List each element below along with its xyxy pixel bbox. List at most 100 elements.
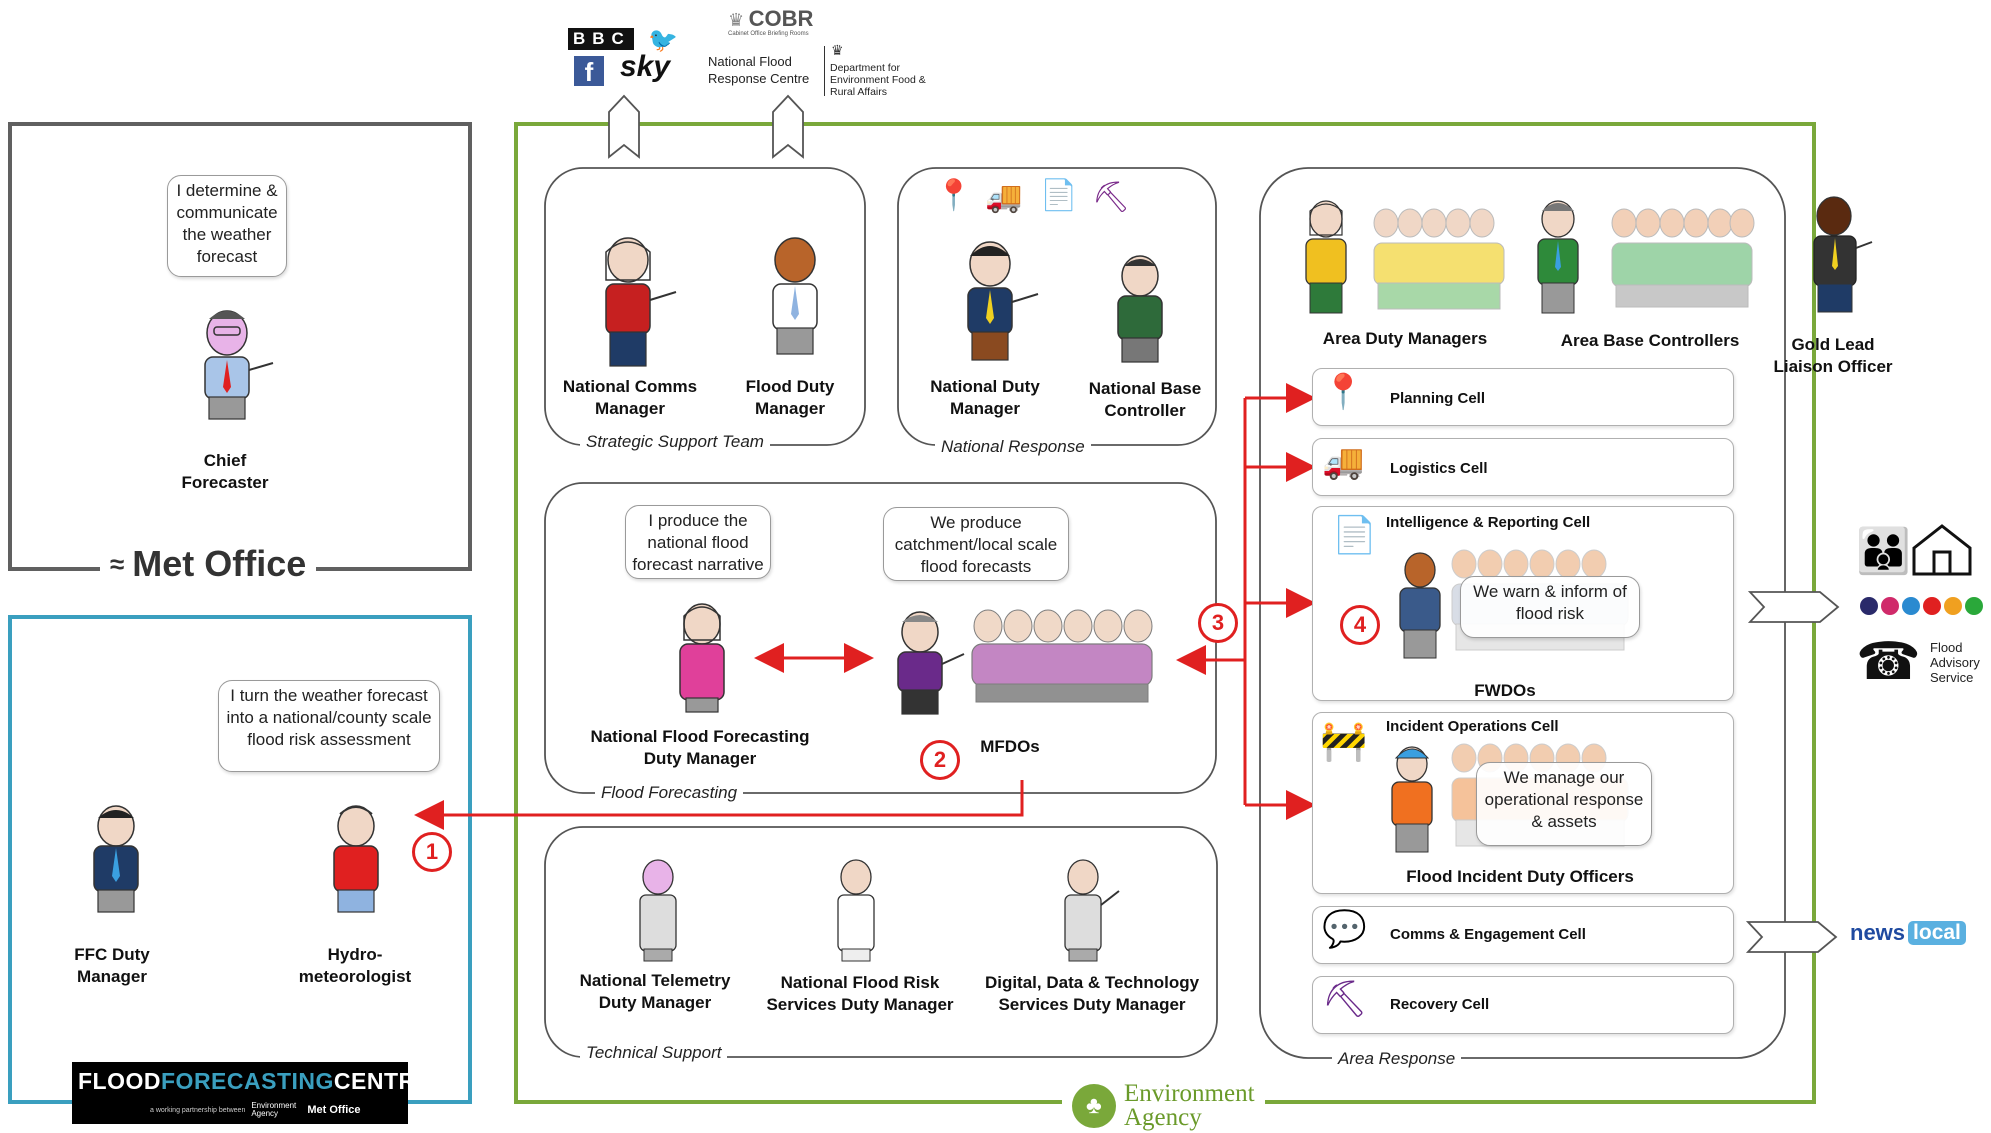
social-icon-4 [1923,597,1941,615]
telemetry-label: National Telemetry Duty Manager [579,971,731,1012]
chief-forecaster-bubble: I determine & communicate the weather fo… [167,175,287,277]
telephone-icon: ☎ [1856,633,1921,691]
met-office-wave-icon: ≈ [110,548,125,579]
manager-bubble: I produce the national flood forecast na… [625,505,771,579]
technical-box [544,826,1218,1058]
incident-cell-label: Incident Operations Cell [1386,718,1559,735]
fido-label: Flood Incident Duty Officers [1406,867,1634,886]
social-icon-1 [1860,597,1878,615]
facebook-icon: f [574,56,604,87]
fwdo-bubble: We warn & inform of flood risk [1460,576,1640,638]
step-1-marker: 1 [412,832,452,872]
strategic-label: Strategic Support Team [580,432,770,452]
digital-manager-figure [1055,855,1125,970]
comms-cell [1312,906,1734,964]
fwdo-label: FWDOs [1474,681,1536,700]
national-response-label: National Response [935,437,1091,457]
recovery-cell-label: Recovery Cell [1390,996,1490,1013]
output-arrow-public [1747,591,1840,623]
area-base-controller-group [1608,205,1758,320]
cobr-sub: Cabinet Office Briefing Rooms [728,31,809,37]
ea-logo: ♣ Environment Agency [1062,1080,1265,1132]
sky-logo: sky [620,50,671,83]
ffc-logo: FLOODFORECASTINGCENTRE a working partner… [72,1062,431,1124]
bbc-logo: BBC [568,28,634,50]
flood-duty-manager-label: Flood Duty Manager [745,377,835,418]
flood-duty-manager-figure [763,232,843,367]
planning-cell-label: Planning Cell [1390,390,1486,407]
flood-risk-manager-figure [828,855,888,970]
flood-advisory-label: Flood Advisory Service [1930,640,1980,685]
intel-cell-icon: 📄 [1332,514,1377,555]
flood-risk-label: National Flood Risk Services Duty Manage… [766,973,954,1014]
national-comms-manager-figure [592,232,682,377]
national-duty-manager-label: National Duty Manager [930,377,1040,418]
forecasting-manager-figure [670,598,740,721]
chief-forecaster-figure [195,305,285,430]
house-icon [1910,522,1972,576]
hydromet-bubble: I turn the weather forecast into a natio… [218,680,440,772]
planning-map-icon: 📍 [935,179,973,212]
logistics-truck-icon: 🚚 [985,181,1023,214]
step-3-marker: 3 [1198,603,1238,643]
media-arrow [608,94,640,159]
report-doc-icon: 📄 [1040,179,1078,212]
arrow-mfdo-hydromet [414,780,1024,830]
flood-forecasting-label: Flood Forecasting [595,783,744,803]
hydromet-figure [322,800,392,923]
comms-cell-icon: 💬 [1322,908,1367,949]
mfdo-label: MFDOs [980,737,1040,756]
cobr-logo: ♛ COBR [728,6,814,31]
forecasting-manager-label: National Flood Forecasting Duty Manager [590,727,810,768]
ffc-duty-manager-label: FFC Duty Manager [74,945,150,986]
chief-forecaster-label: Chief Forecaster [181,451,269,492]
national-base-controller-figure [1108,250,1178,373]
step-4-marker: 4 [1340,605,1380,645]
area-base-controller-figure [1530,195,1590,325]
cobr-arrow [772,94,804,159]
output-arrow-news [1745,921,1838,953]
fido-bubble: We manage our operational response & ass… [1476,762,1652,846]
fwdo-figure [1392,548,1452,673]
incident-cell-icon: 🚧 [1320,721,1368,763]
area-duty-manager-figure [1298,195,1358,325]
national-duty-manager-figure [958,236,1048,371]
area-base-controllers-label: Area Base Controllers [1560,331,1740,350]
area-response-label: Area Response [1332,1049,1462,1069]
family-icon: 👪 [1856,527,1911,576]
technical-label: Technical Support [580,1043,728,1063]
fido-figure [1384,742,1444,867]
social-icon-6 [1965,597,1983,615]
national-base-controller-label: National Base Controller [1088,379,1202,420]
step-2-marker: 2 [920,740,960,780]
national-comms-manager-label: National Comms Manager [562,377,698,418]
ea-tree-icon: ♣ [1072,1084,1116,1128]
planning-cell-icon: 📍 [1322,373,1365,411]
mfdo-group-figure [966,604,1166,709]
ffc-duty-manager-figure [82,800,152,923]
area-duty-manager-group [1370,205,1510,320]
defra-crest-icon: ♛ [831,42,844,58]
news-local-logo: news local [1850,920,1966,946]
social-icon-5 [1944,597,1962,615]
mfdo-bubble: We produce catchment/local scale flood f… [883,507,1069,581]
social-icon-2 [1881,597,1899,615]
planning-cell [1312,368,1734,426]
social-icon-3 [1902,597,1920,615]
mfdo-lead-figure [888,608,968,723]
area-duty-managers-label: Area Duty Managers [1322,329,1488,348]
hydromet-label: Hydro-meteorologist [298,945,412,986]
logistics-cell-label: Logistics Cell [1390,460,1488,477]
gold-lead-figure [1804,190,1874,325]
gold-lead-label: Gold Lead Liaison Officer [1773,335,1893,376]
telemetry-manager-figure [630,855,690,970]
recovery-icon: ⛏ [1092,181,1131,214]
twitter-icon: 🐦 [648,27,678,54]
recovery-cell [1312,976,1734,1034]
logistics-cell-icon: 🚚 [1322,443,1365,481]
recovery-cell-icon: ⛏ [1322,978,1368,1019]
intel-cell-label: Intelligence & Reporting Cell [1386,514,1591,531]
social-icons-row [1860,597,1983,615]
logistics-cell [1312,438,1734,496]
defra-label: Department for Environment Food & Rural … [830,62,926,98]
